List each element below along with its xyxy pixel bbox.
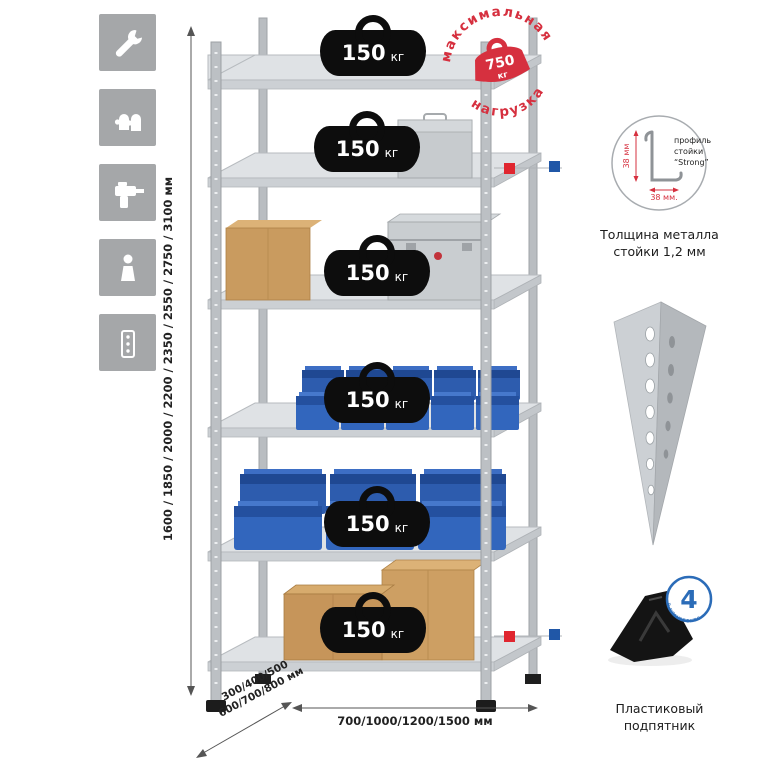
sidebar-icon-person <box>99 239 156 296</box>
load-unit: кг <box>394 396 409 411</box>
profile-label-line1: профиль <box>674 136 711 145</box>
max-load-stamp: максимальная нагрузка 750 кг <box>424 0 578 144</box>
foot-caption: Пластиковый подпятник <box>577 700 742 734</box>
sidebar-icon-wrench <box>99 14 156 71</box>
level-icon <box>120 329 135 358</box>
profile-label-line2: стойки <box>674 147 703 156</box>
stamp-weight-unit: кг <box>497 70 510 82</box>
rack-post-front-right <box>480 41 492 703</box>
foot-caption-line1: Пластиковый <box>615 701 704 716</box>
load-unit: кг <box>390 626 405 641</box>
person-icon <box>120 254 135 281</box>
load-value: 150 <box>335 136 380 161</box>
profile-section-drawing <box>644 130 683 182</box>
shelf-load-badge-3: 150 кг <box>324 250 430 296</box>
stamp-weight-body <box>475 46 531 83</box>
profile-label-line3: “Strong” <box>674 158 709 167</box>
profile-dim-vertical: 38 мм <box>622 144 631 169</box>
foot-caption-line2: подпятник <box>623 718 696 733</box>
rack-foot <box>206 700 226 712</box>
thickness-caption: Толщина металла стойки 1,2 мм <box>577 226 742 260</box>
stamp-weight-value: 750 <box>484 52 516 74</box>
shelf-load-badge-1: 150 кг <box>320 30 426 76</box>
gloves-icon <box>114 113 141 131</box>
perforated-post-image <box>613 301 707 546</box>
load-value: 150 <box>345 387 390 412</box>
depth-dimension-arrow <box>196 702 292 758</box>
rack-post-back-left <box>258 17 268 679</box>
shelf-load-badge-5: 150 кг <box>324 501 430 547</box>
load-unit: кг <box>394 269 409 284</box>
profile-detail-circle: 38 мм 38 мм. профиль стойки “Strong” <box>611 115 711 211</box>
profile-dim-horizontal: 38 мм. <box>650 193 677 202</box>
rack-post-front-left <box>210 41 222 703</box>
max-load-stamp-svg: максимальная нагрузка 750 кг <box>429 0 557 128</box>
height-dimension-label: 1600 / 1850 / 2000 / 2200 / 2350 / 2550 … <box>161 176 175 542</box>
kit-count-badge: 4 в комплекте <box>665 575 713 624</box>
shelf-load-badge-2: 150 кг <box>314 126 420 172</box>
thickness-line1: Толщина металла <box>600 227 719 242</box>
callout-marker-red-top <box>504 163 515 174</box>
rack-foot <box>525 674 541 684</box>
kit-count: 4 <box>680 585 697 614</box>
stamp-text-bottom: нагрузка <box>466 81 552 128</box>
wrench-icon <box>115 29 142 57</box>
sidebar-icon-level <box>99 314 156 371</box>
svg-text:нагрузка: нагрузка <box>466 81 552 128</box>
shelf-load-badge-4: 150 кг <box>324 377 430 423</box>
load-unit: кг <box>394 520 409 535</box>
shelf-load-badge-6: 150 кг <box>320 607 426 653</box>
load-unit: кг <box>384 145 399 160</box>
rack-foot <box>255 674 271 684</box>
width-dimension-label: 700/1000/1200/1500 мм <box>337 714 493 728</box>
drill-icon <box>114 181 144 208</box>
load-unit: кг <box>390 49 405 64</box>
callout-marker-blue-top <box>549 161 560 172</box>
load-value: 150 <box>345 511 390 536</box>
rack-foot <box>476 700 496 712</box>
height-dimension-arrow <box>187 26 195 696</box>
load-value: 150 <box>341 617 386 642</box>
sidebar-icon-drill <box>99 164 156 221</box>
callout-marker-blue-bottom <box>549 629 560 640</box>
cardboard-box <box>225 220 322 301</box>
thickness-line2: стойки 1,2 мм <box>613 244 706 259</box>
callout-marker-red-bottom <box>504 631 515 642</box>
load-value: 150 <box>345 260 390 285</box>
width-dimension-arrow <box>292 704 538 712</box>
sidebar-icon-gloves <box>99 89 156 146</box>
load-value: 150 <box>341 40 386 65</box>
